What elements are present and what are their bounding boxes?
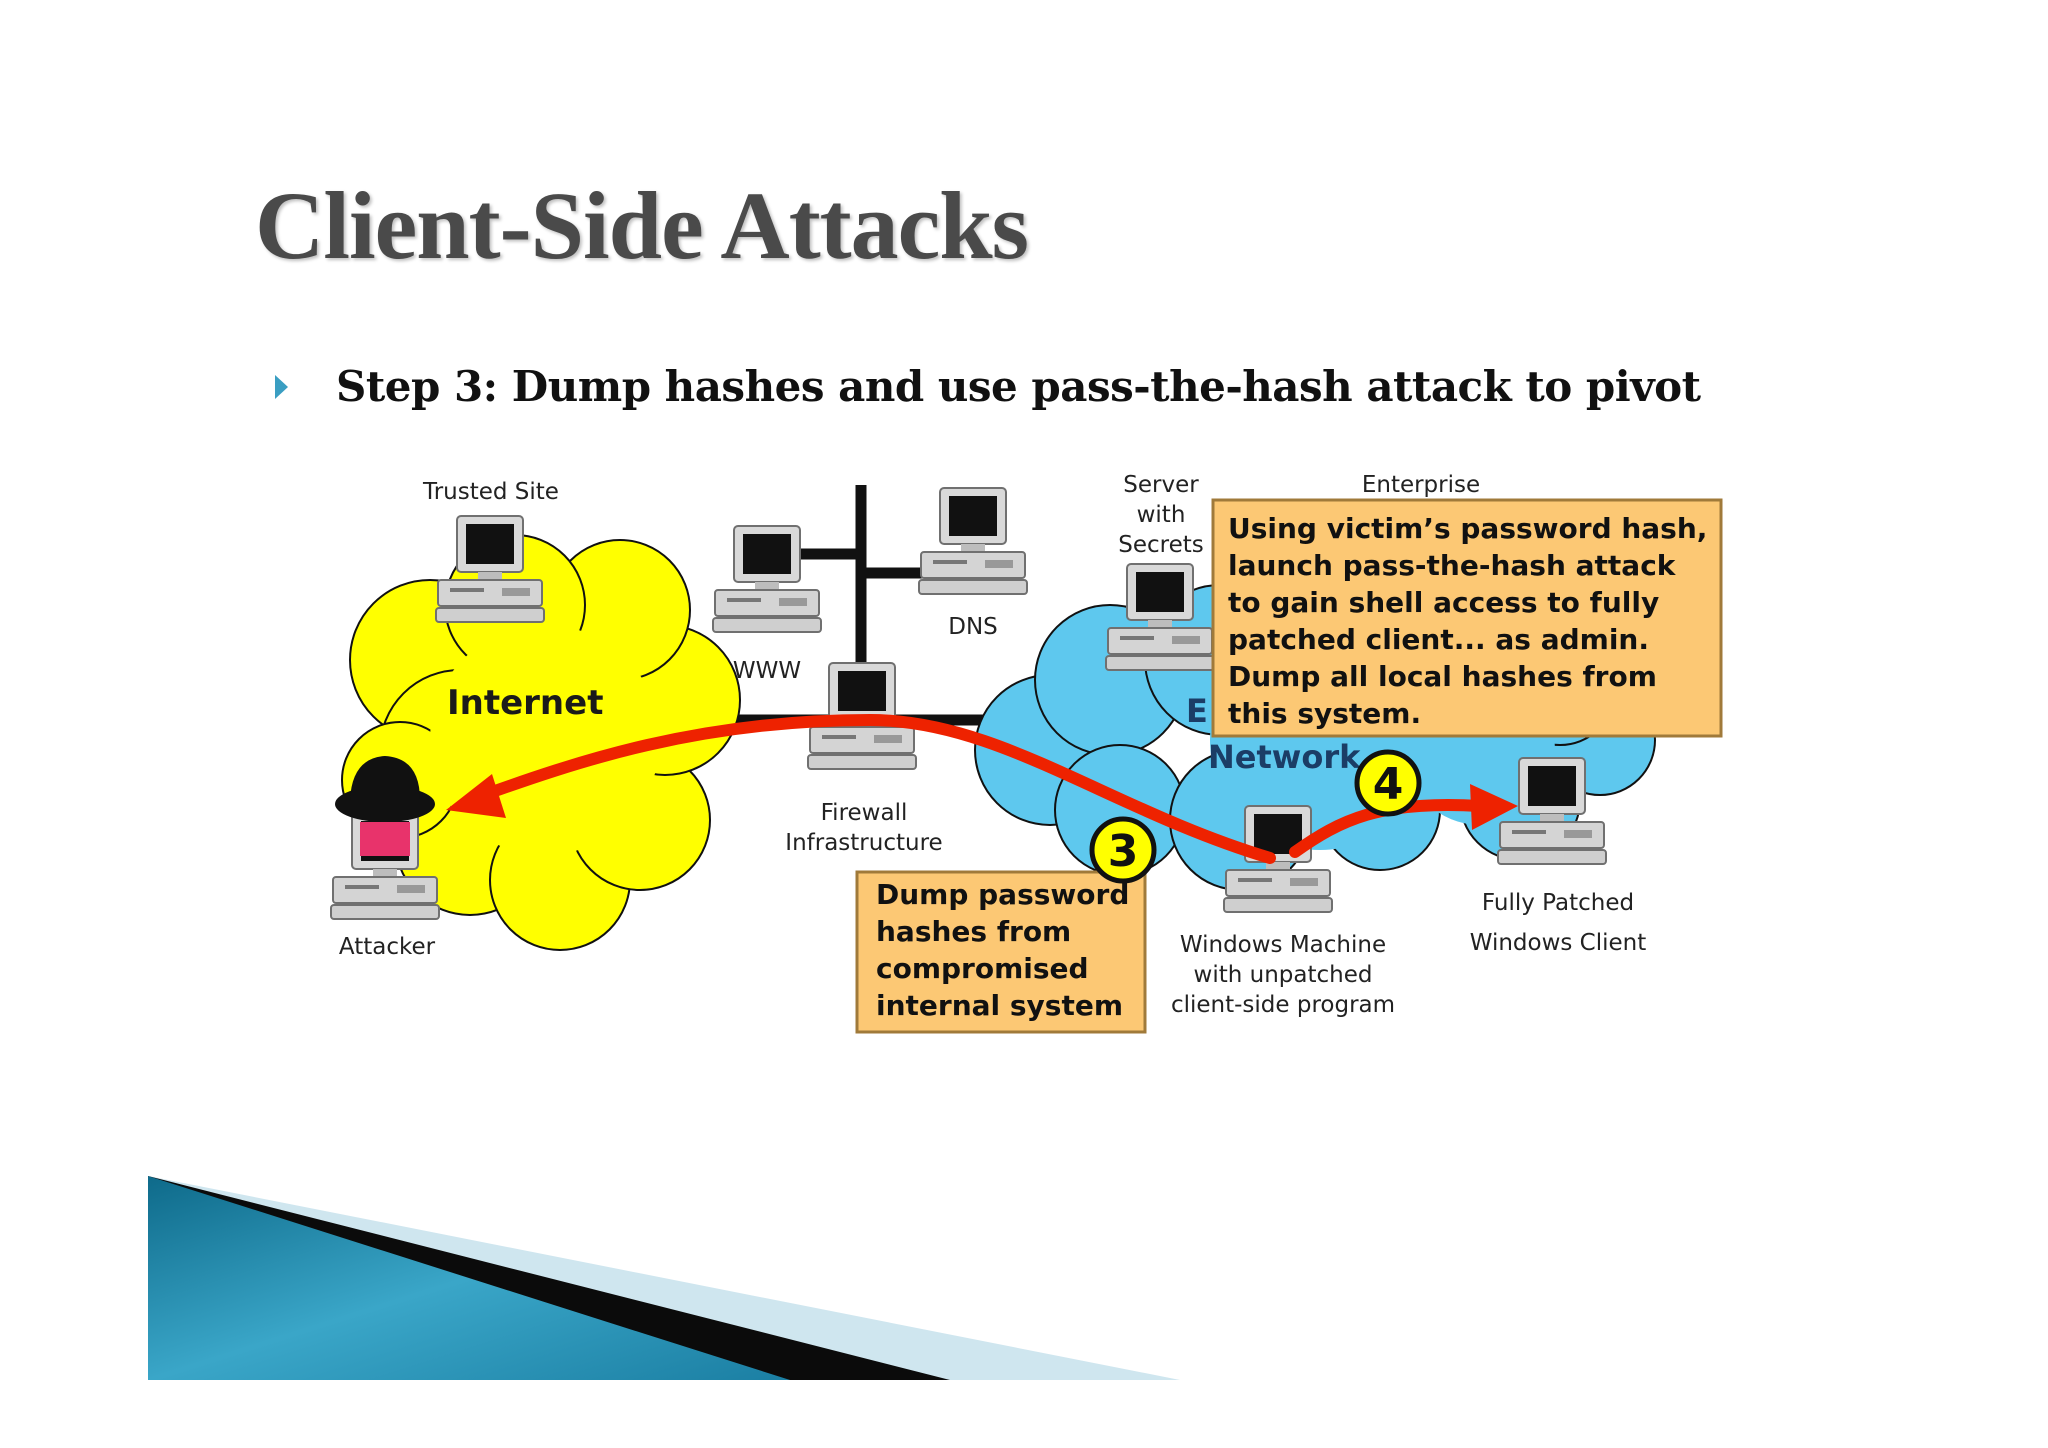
windows-machine-label-line3: client-side program	[1171, 992, 1395, 1018]
step4-callout-line3: to gain shell access to fully	[1228, 586, 1659, 619]
fully-patched-label-line2: Windows Client	[1470, 930, 1647, 956]
step4-callout-line4: patched client... as admin.	[1228, 623, 1649, 656]
windows-machine-label-line1: Windows Machine	[1180, 932, 1386, 958]
www-computer-icon	[712, 525, 822, 633]
bullet-text: Step 3: Dump hashes and use pass-the-has…	[336, 362, 1701, 411]
windows-machine-label-line2: with unpatched	[1194, 962, 1373, 988]
firewall-label-line2: Infrastructure	[785, 830, 942, 856]
internet-label: Internet	[447, 683, 603, 723]
dns-computer-icon	[918, 487, 1028, 595]
attacker-icon	[330, 756, 440, 920]
step3-marker: 3	[1089, 816, 1157, 884]
trusted-site-label: Trusted Site	[422, 479, 559, 505]
attacker-label: Attacker	[339, 934, 436, 960]
step3-callout-line3: compromised	[876, 952, 1089, 985]
step3-callout-line1: Dump password	[876, 878, 1129, 911]
step3-number: 3	[1108, 826, 1139, 877]
exfiltration-arrow	[446, 713, 1276, 864]
dns-label: DNS	[948, 614, 998, 640]
server-label-line3: Secrets	[1118, 532, 1204, 558]
step4-callout-line2: launch pass-the-hash attack	[1228, 549, 1677, 582]
bullet-arrow-icon	[275, 374, 288, 399]
network-backbone	[700, 485, 1000, 726]
step4-callout-line5: Dump all local hashes from	[1228, 660, 1657, 693]
step3-callout-line2: hashes from	[876, 915, 1071, 948]
enterprise-label: Enterprise	[1362, 472, 1480, 498]
step4-callout: Using victim’s password hash, launch pas…	[1211, 498, 1723, 738]
step3-callout-line4: internal system	[876, 989, 1123, 1022]
step4-callout-line1: Using victim’s password hash,	[1228, 512, 1707, 545]
step3-callout: Dump password hashes from compromised in…	[855, 870, 1147, 1034]
bottom-accent-banner	[148, 1176, 1180, 1380]
pass-the-hash-arrow	[1289, 784, 1518, 858]
www-label: WWW	[733, 658, 801, 684]
enterprise-network-label-e: E	[1186, 692, 1208, 730]
fully-patched-label-line1: Fully Patched	[1482, 890, 1634, 916]
bullet-item: Step 3: Dump hashes and use pass-the-has…	[275, 362, 1701, 411]
slide-title: Client-Side Attacks	[255, 172, 1029, 279]
step4-callout-line6: this system.	[1228, 697, 1421, 730]
server-label-line1: Server	[1123, 472, 1199, 498]
step4-number: 4	[1373, 759, 1404, 810]
step4-marker: 4	[1354, 749, 1422, 817]
firewall-label-line1: Firewall	[821, 800, 908, 826]
server-label-line2: with	[1137, 502, 1186, 528]
network-label: Network	[1208, 738, 1361, 776]
